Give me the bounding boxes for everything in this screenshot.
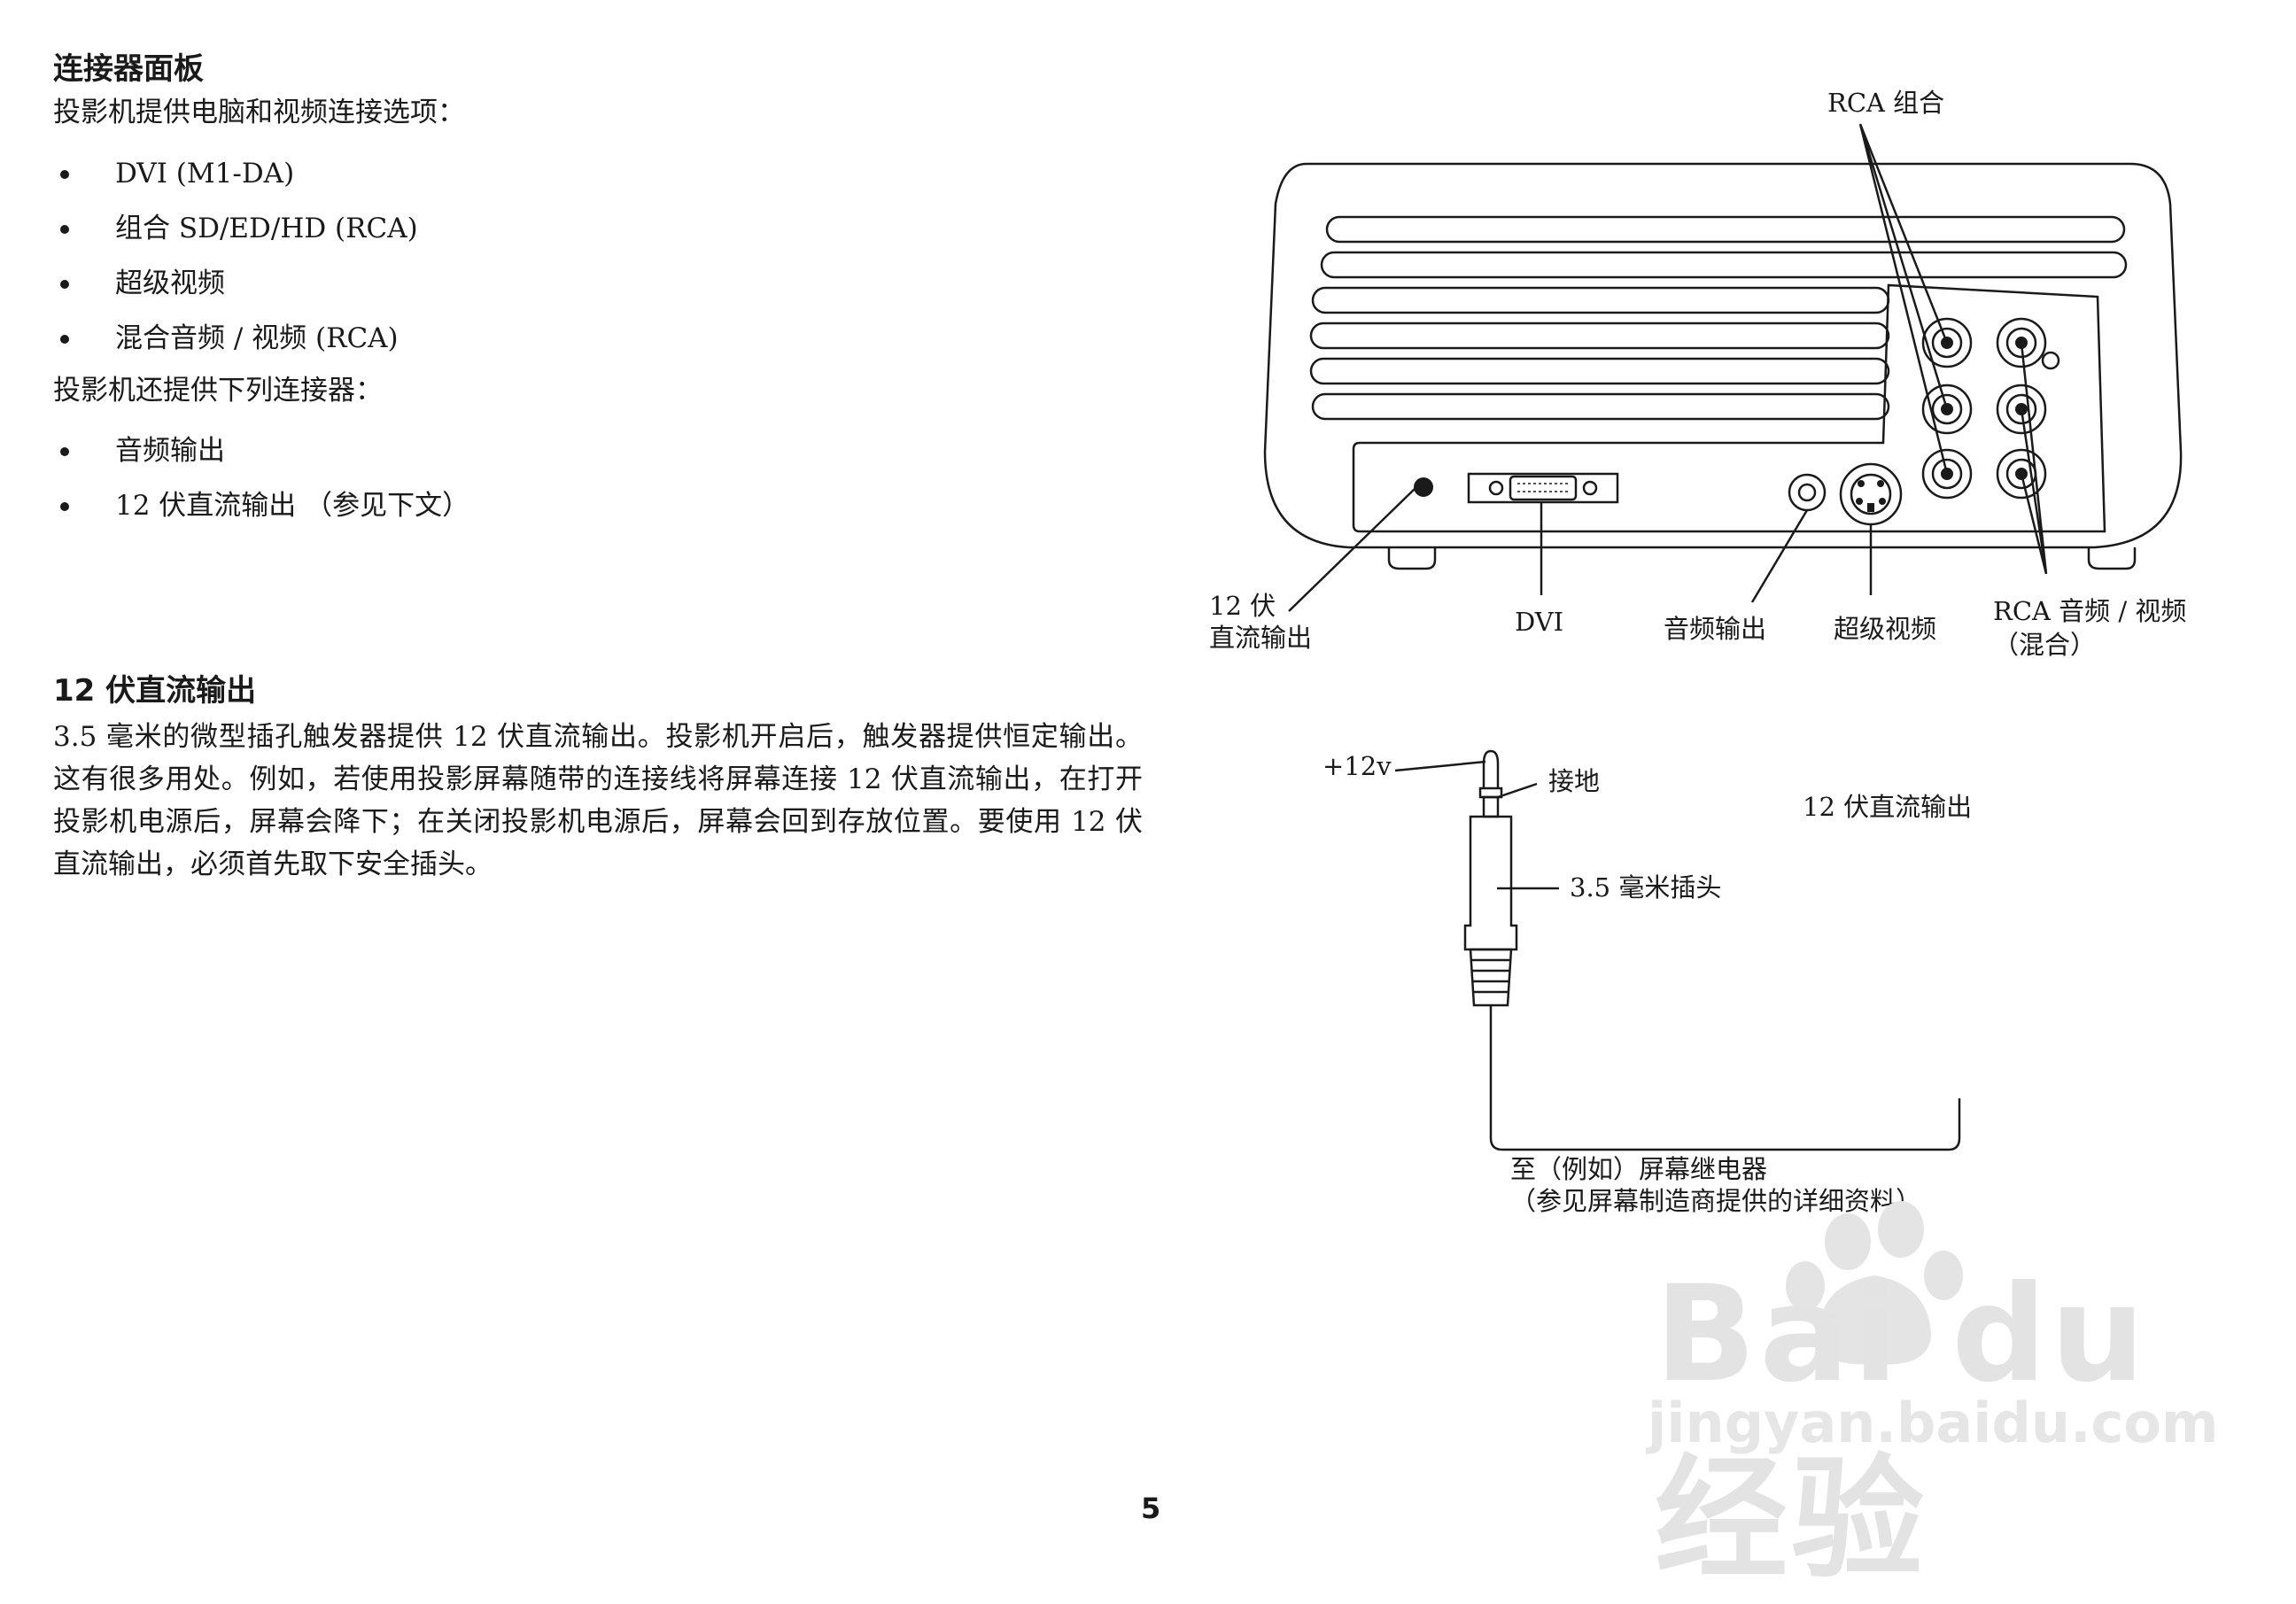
- watermark-paw-icon: [1786, 1201, 1963, 1365]
- list-item: DVI (M1-DA): [53, 146, 418, 201]
- label-12v-dc-out-line2: 直流输出: [1209, 623, 1313, 653]
- connector-list: DVI (M1-DA) 组合 SD/ED/HD (RCA) 超级视频 混合音频 …: [53, 146, 418, 366]
- list-item: 超级视频: [53, 256, 418, 311]
- label-relay-line1: 至（例如）屏幕继电器: [1510, 1154, 1768, 1184]
- section-heading-connector-panel: 连接器面板: [53, 51, 204, 87]
- label-audio-out: 音频输出: [1664, 614, 1767, 644]
- list-item: 12 伏直流输出 （参见下文）: [53, 478, 469, 533]
- label-ground: 接地: [1548, 766, 1601, 796]
- intro-text: 投影机提供电脑和视频连接选项：: [53, 97, 465, 128]
- label-12v-dc-out-line1: 12 伏: [1209, 591, 1276, 621]
- label-plug: 3.5 毫米插头: [1570, 872, 1722, 903]
- label-plus-12v: +12v: [1323, 751, 1392, 781]
- label-rca-component: RCA 组合: [1827, 88, 1945, 118]
- watermark-url: jingyan.baidu.com: [1648, 1391, 2219, 1455]
- page-number: 5: [1141, 1492, 1161, 1525]
- intro-text-2: 投影机还提供下列连接器：: [53, 375, 383, 407]
- label-dc-out: 12 伏直流输出: [1803, 792, 1973, 822]
- extra-connector-list: 音频输出 12 伏直流输出 （参见下文）: [53, 423, 469, 533]
- section-heading-12v: 12 伏直流输出: [53, 673, 257, 709]
- plug-diagram: [1394, 749, 1961, 1151]
- label-dvi: DVI: [1515, 607, 1564, 637]
- label-rca-av-line2: （混合）: [1993, 630, 2097, 660]
- label-relay-line2: （参见屏幕制造商提供的详细资料）: [1510, 1186, 1922, 1216]
- list-item: 组合 SD/ED/HD (RCA): [53, 201, 418, 256]
- label-rca-av-line1: RCA 音频 / 视频: [1993, 596, 2187, 626]
- list-item: 音频输出: [53, 423, 469, 478]
- section-body-12v: 3.5 毫米的微型插孔触发器提供 12 伏直流输出。投影机开启后，触发器提供恒定…: [53, 721, 1143, 880]
- projector-rear-diagram: [1263, 123, 2183, 612]
- list-item: 混合音频 / 视频 (RCA): [53, 311, 418, 366]
- label-svideo: 超级视频: [1834, 614, 1937, 644]
